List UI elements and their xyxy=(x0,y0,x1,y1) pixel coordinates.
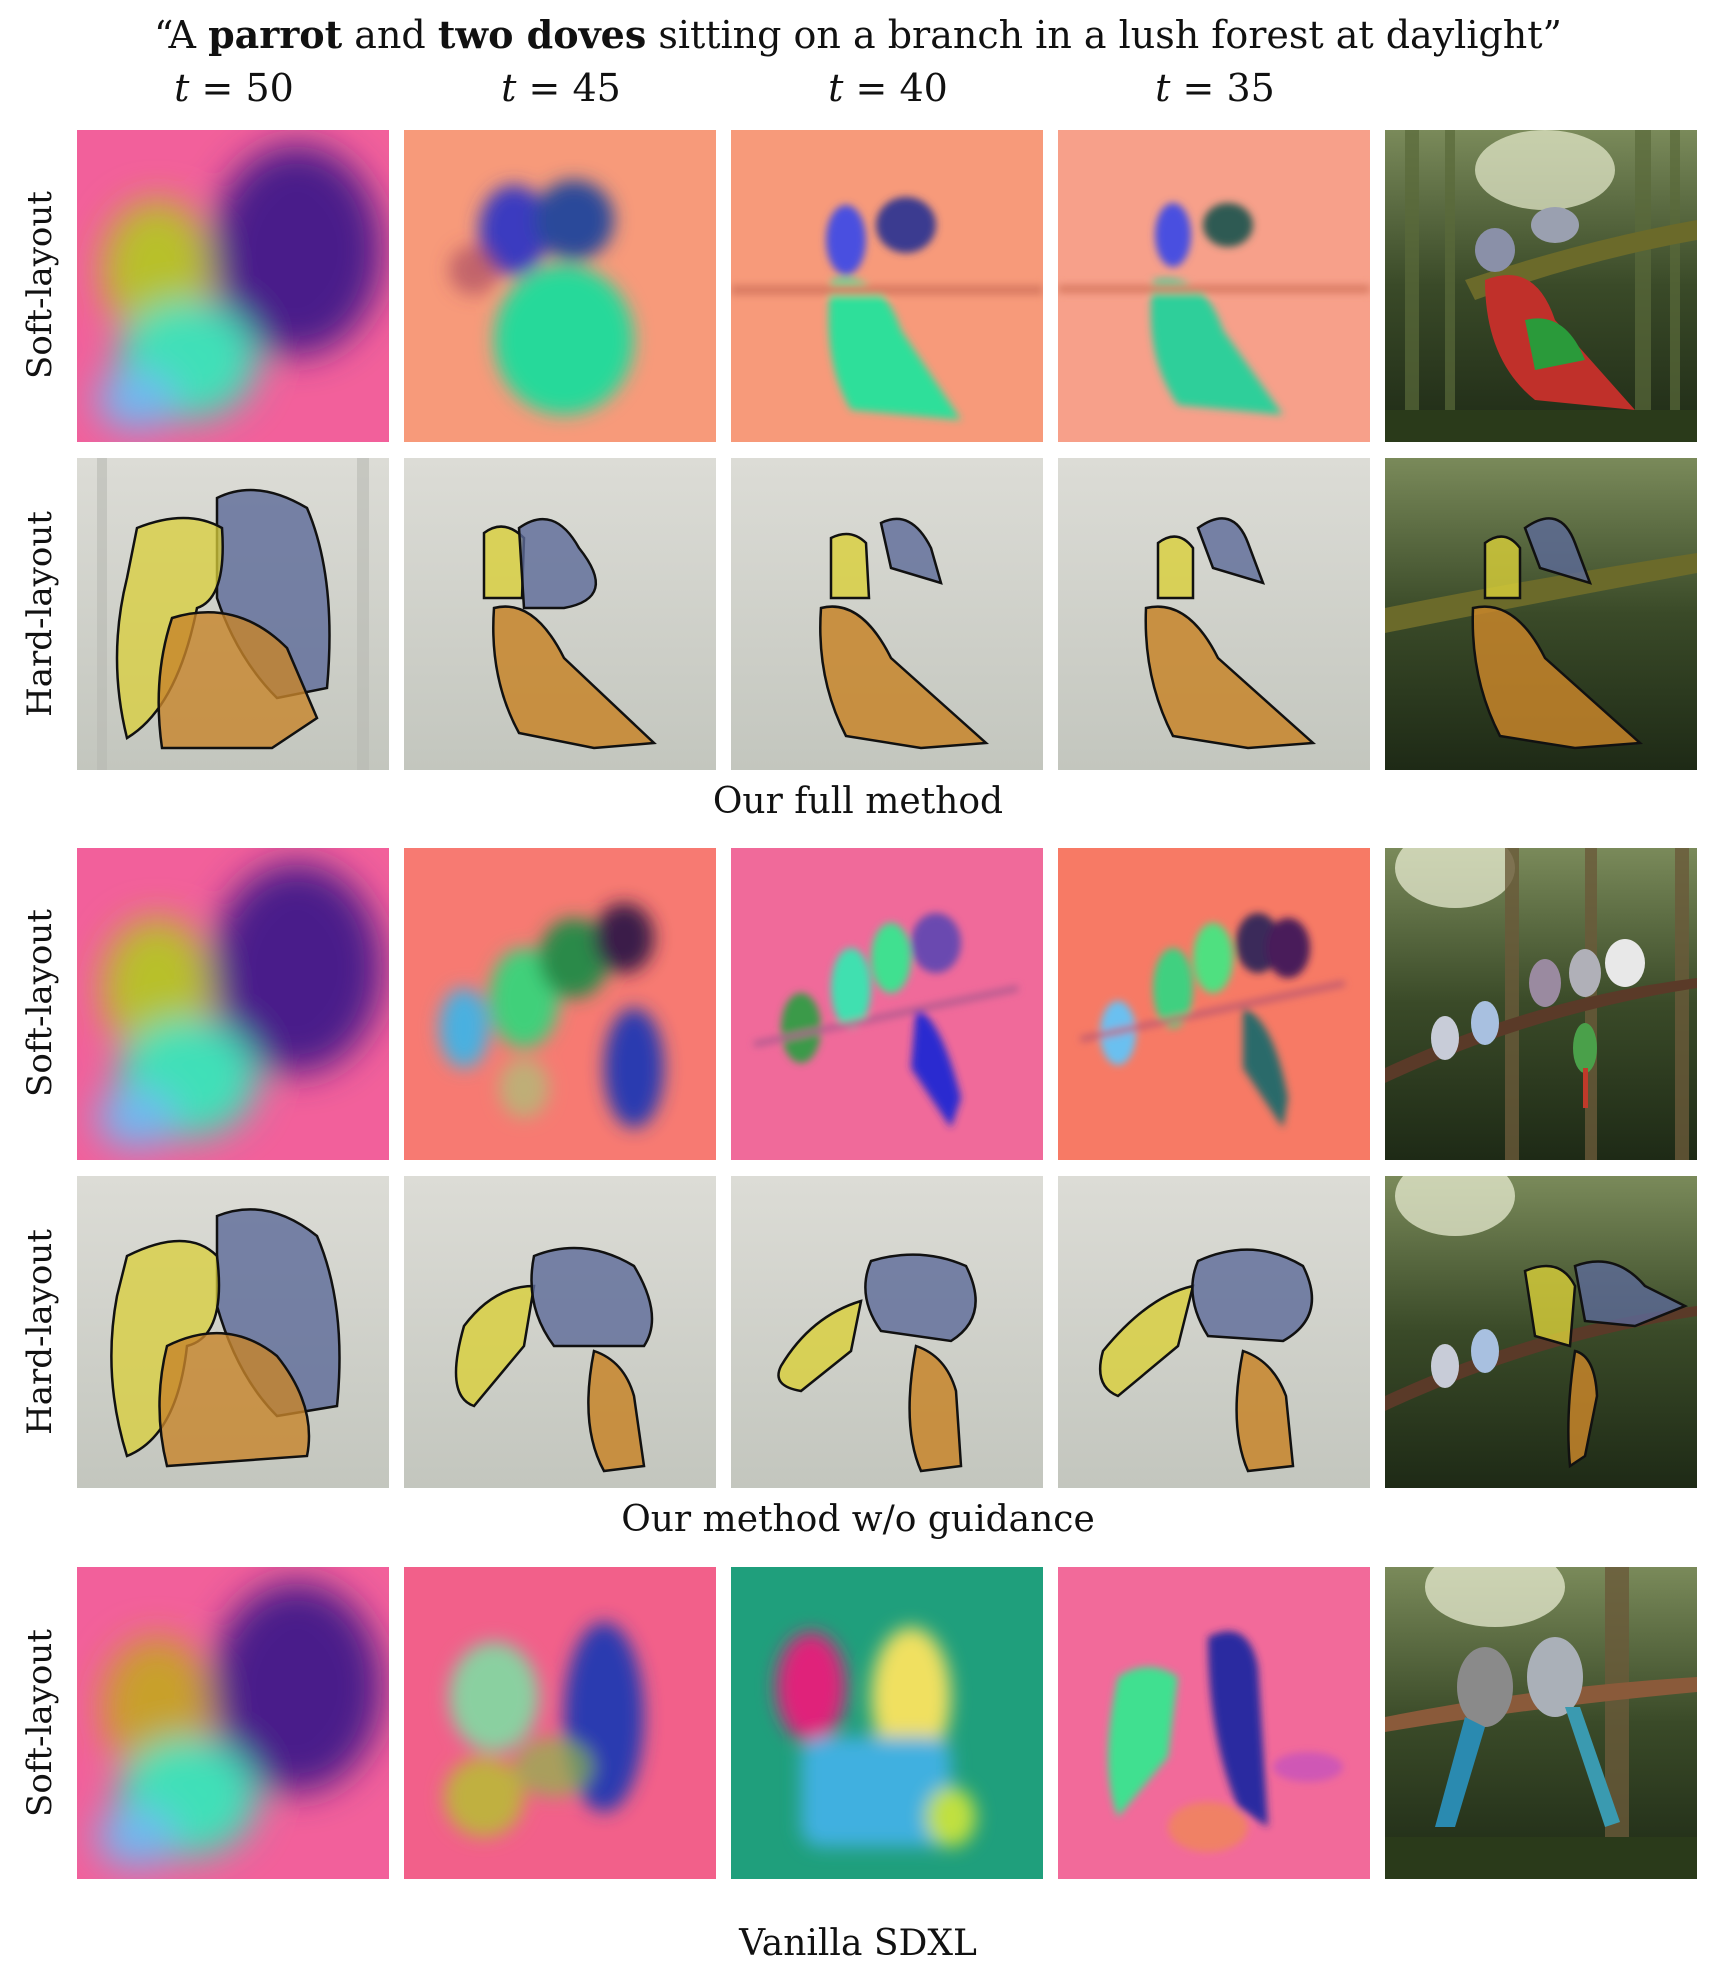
generated-image-noguide-soft xyxy=(1385,848,1697,1160)
row-label-soft-1: Soft-layout xyxy=(20,191,60,379)
hard-layout-full-t45 xyxy=(404,458,716,770)
timestep-var: t xyxy=(501,66,517,110)
timestep-var: t xyxy=(174,66,190,110)
soft-layout-vanilla-t35 xyxy=(1058,1567,1370,1879)
soft-layout-noguide-t45 xyxy=(404,848,716,1160)
caption-text: “A xyxy=(154,13,209,57)
soft-layout-full-t50 xyxy=(77,130,389,442)
timestep-value: = 40 xyxy=(843,66,948,110)
generated-image-full-soft xyxy=(1385,130,1697,442)
caption-bold-doves: two doves xyxy=(437,12,647,57)
generated-image-vanilla xyxy=(1385,1567,1697,1879)
row-label-soft-3: Soft-layout xyxy=(20,1629,60,1817)
timestep-var: t xyxy=(828,66,844,110)
hard-layout-noguide-t50 xyxy=(77,1176,389,1488)
timestep-var: t xyxy=(1155,66,1171,110)
section-caption-full-method: Our full method xyxy=(712,781,1004,822)
section-caption-vanilla-sdxl: Vanilla SDXL xyxy=(739,1923,977,1964)
section-caption-no-guidance: Our method w/o guidance xyxy=(621,1499,1095,1540)
timestep-label-50: t = 50 xyxy=(134,62,334,114)
soft-layout-noguide-t35 xyxy=(1058,848,1370,1160)
row-label-hard-2: Hard-layout xyxy=(20,1229,60,1435)
hard-layout-full-t40 xyxy=(731,458,1043,770)
row-label-soft-2: Soft-layout xyxy=(20,909,60,1097)
timestep-label-35: t = 35 xyxy=(1115,62,1315,114)
timestep-value: = 35 xyxy=(1170,66,1275,110)
caption-text: and xyxy=(342,13,438,57)
generated-image-noguide-hard xyxy=(1385,1176,1697,1488)
hard-layout-full-t50 xyxy=(77,458,389,770)
soft-layout-noguide-t40 xyxy=(731,848,1043,1160)
soft-layout-vanilla-t45 xyxy=(404,1567,716,1879)
hard-layout-full-t35 xyxy=(1058,458,1370,770)
soft-layout-vanilla-t40 xyxy=(731,1567,1043,1879)
timestep-value: = 45 xyxy=(516,66,621,110)
soft-layout-full-t45 xyxy=(404,130,716,442)
hard-layout-noguide-t40 xyxy=(731,1176,1043,1488)
row-label-hard-1: Hard-layout xyxy=(20,511,60,717)
timestep-label-40: t = 40 xyxy=(788,62,988,114)
figure-prompt-caption: “A parrot and two doves sitting on a bra… xyxy=(0,12,1716,58)
soft-layout-noguide-t50 xyxy=(77,848,389,1160)
hard-layout-noguide-t45 xyxy=(404,1176,716,1488)
soft-layout-full-t35 xyxy=(1058,130,1370,442)
soft-layout-vanilla-t50 xyxy=(77,1567,389,1879)
caption-bold-parrot: parrot xyxy=(208,12,343,57)
timestep-label-45: t = 45 xyxy=(461,62,661,114)
timestep-value: = 50 xyxy=(189,66,294,110)
soft-layout-full-t40 xyxy=(731,130,1043,442)
hard-layout-noguide-t35 xyxy=(1058,1176,1370,1488)
generated-image-full-hard xyxy=(1385,458,1697,770)
caption-text: sitting on a branch in a lush forest at … xyxy=(646,13,1562,57)
